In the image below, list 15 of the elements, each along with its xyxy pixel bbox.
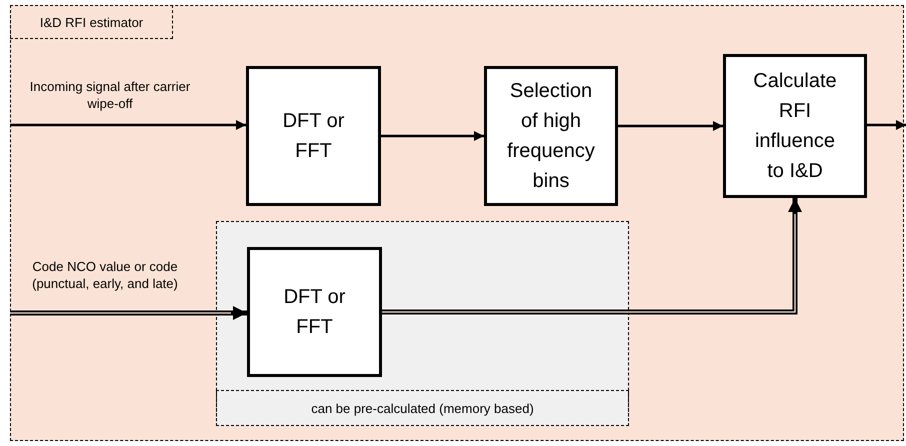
edge-label: Incoming signal after carrier wipe-off: [28, 78, 192, 112]
arrow: [382, 198, 802, 314]
process-box: DFT or FFT: [247, 247, 382, 377]
arrow: [381, 131, 484, 141]
arrow: [618, 121, 723, 131]
process-box: DFT or FFT: [246, 66, 381, 206]
arrow: [867, 120, 906, 130]
arrow: [10, 306, 247, 320]
precalculated-region: [216, 221, 629, 426]
process-box: Calculate RFI influence to I&D: [723, 54, 867, 198]
process-box: Selection of high frequency bins: [484, 66, 618, 206]
edge-label: Code NCO value or code (punctual, early, and late): [31, 258, 179, 292]
panel-title: I&D RFI estimator: [10, 5, 173, 39]
estimator-panel: [10, 5, 904, 441]
arrow: [10, 120, 246, 130]
